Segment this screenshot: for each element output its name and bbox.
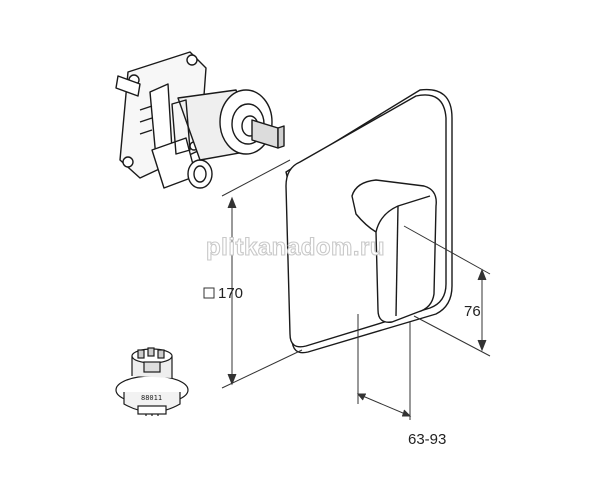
plate-size-value: 170: [218, 285, 243, 302]
handle-body: [351, 179, 437, 323]
square-symbol-icon: [203, 287, 215, 299]
cartridge-code: 88011: [141, 394, 162, 402]
dimension-depth-range: [356, 314, 412, 420]
concealed-valve-body: [115, 51, 285, 189]
depth-range-value: 63-93: [408, 431, 446, 448]
dimension-handle-height: [403, 225, 491, 357]
watermark-text: plitkanadom.ru: [206, 234, 385, 261]
plate-size-label: 170: [203, 285, 243, 302]
wall-plate-assembly: [285, 88, 453, 354]
handle-height-value: 76: [464, 303, 481, 320]
dimension-plate-size: [221, 159, 303, 389]
cartridge-part: [115, 347, 189, 416]
